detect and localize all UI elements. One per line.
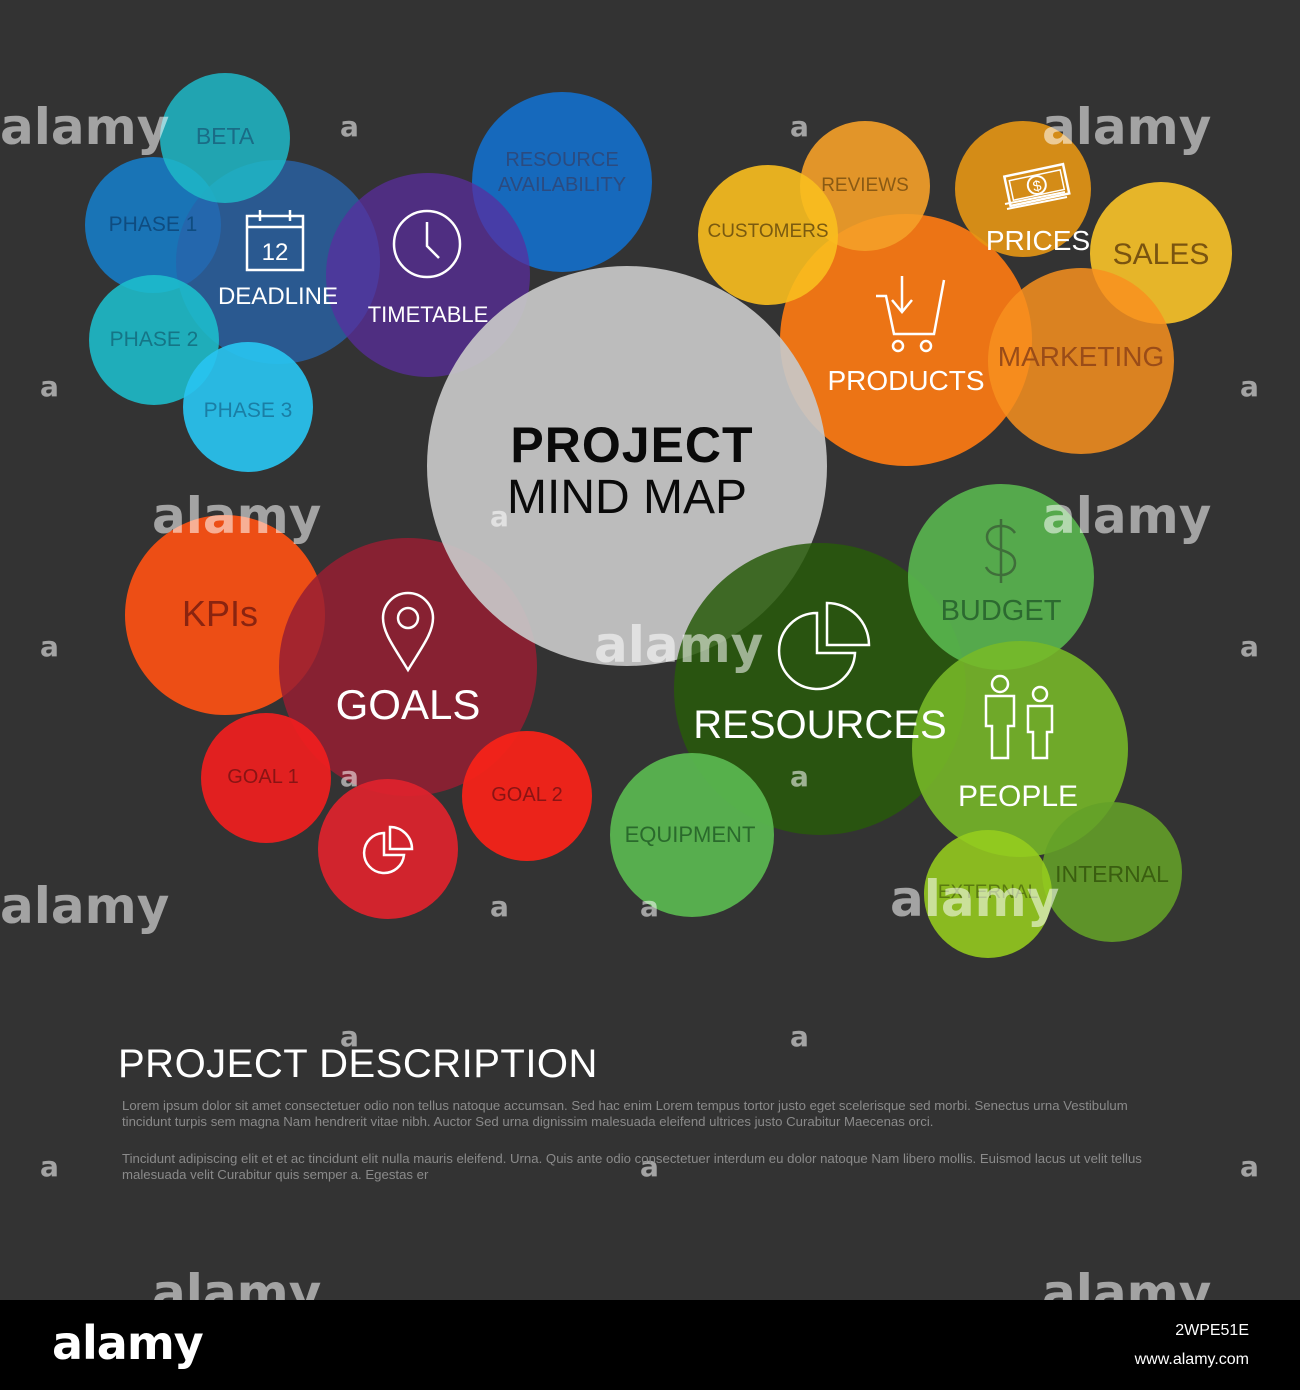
- dollar-sign-icon: [984, 519, 1017, 583]
- label-beta: BETA: [195, 123, 255, 149]
- bubble-equipment: [610, 753, 774, 917]
- watermark-text: alamy: [152, 1264, 322, 1300]
- bubble-internal: [1042, 802, 1182, 942]
- label-phase-2: PHASE 2: [109, 328, 199, 351]
- label-people: PEOPLE: [957, 780, 1079, 813]
- label-internal: INTERNAL: [1055, 861, 1169, 887]
- bubble-beta: [160, 73, 290, 203]
- label-kpis: KPIs: [181, 593, 259, 634]
- shopping-cart-icon: [876, 276, 946, 353]
- bubble-phase-3: [183, 342, 313, 472]
- watermark-badge: a: [790, 1020, 809, 1053]
- mind-map-canvas: BETA PHASE 1 DEADLINE PHASE 2 PHASE 3 TI…: [0, 0, 1300, 1300]
- watermark-badge: a: [40, 370, 59, 403]
- label-prices: PRICES: [985, 225, 1091, 256]
- watermark-text: alamy: [594, 616, 764, 674]
- label-sales: SALES: [1112, 238, 1210, 271]
- description-title: PROJECT DESCRIPTION: [118, 1042, 598, 1086]
- watermark-badge: a: [790, 110, 809, 143]
- pie-chart-icon: [777, 601, 871, 691]
- label-equipment: EQUIPMENT: [624, 822, 756, 847]
- svg-text:12: 12: [262, 239, 289, 266]
- watermark-badge: a: [1240, 370, 1259, 403]
- label-customers: CUSTOMERS: [707, 221, 829, 242]
- watermark-badge: a: [490, 890, 509, 923]
- bubble-marketing: [988, 268, 1174, 454]
- watermark-text: alamy: [152, 487, 322, 545]
- footer-bar: [0, 1300, 1300, 1390]
- label-budget: BUDGET: [940, 595, 1062, 627]
- label-goal-1: GOAL 1: [227, 766, 299, 788]
- pie-chart-icon: [362, 825, 414, 875]
- watermark-text: alamy: [1042, 98, 1212, 156]
- watermark-badge: a: [40, 630, 59, 663]
- watermark-text: alamy: [0, 98, 170, 156]
- footer-image-id: 2WPE51E: [1175, 1322, 1249, 1339]
- label-goal-2: GOAL 2: [491, 784, 563, 806]
- label-resource-availability-2: AVAILABILITY: [497, 174, 627, 196]
- watermark-badge: a: [340, 1020, 359, 1053]
- watermark-badge: a: [490, 500, 509, 533]
- watermark-text: alamy: [1042, 1264, 1212, 1300]
- clock-icon: [392, 209, 462, 279]
- center-title: PROJECT: [510, 417, 754, 473]
- people-icon: [984, 674, 1054, 760]
- watermark-badge: a: [1240, 1150, 1259, 1183]
- label-resource-availability-1: RESOURCE: [505, 149, 619, 171]
- label-phase-3: PHASE 3: [203, 399, 293, 422]
- watermark-text: alamy: [0, 877, 170, 935]
- watermark-badge: a: [1240, 630, 1259, 663]
- watermark-text: alamy: [1042, 487, 1212, 545]
- watermark-badge: a: [640, 1150, 659, 1183]
- center-subtitle: MIND MAP: [507, 471, 747, 524]
- dollar-bill-icon: $: [1002, 162, 1071, 210]
- label-marketing: MARKETING: [997, 341, 1165, 372]
- watermark-badge: a: [40, 1150, 59, 1183]
- description-paragraph: Tincidunt adipiscing elit et et ac tinci…: [122, 1151, 1142, 1182]
- label-timetable: TIMETABLE: [367, 302, 489, 327]
- label-phase-1: PHASE 1: [108, 213, 198, 236]
- location-pin-icon: [381, 591, 435, 673]
- watermark-badge: a: [340, 760, 359, 793]
- watermark-text: alamy: [890, 870, 1060, 928]
- bubble-customers: [698, 165, 838, 305]
- bubble-goal-1: [201, 713, 331, 843]
- label-resources: RESOURCES: [693, 703, 947, 747]
- footer-url: www.alamy.com: [1134, 1351, 1249, 1368]
- label-products: PRODUCTS: [827, 365, 985, 396]
- bubble-external: [924, 830, 1052, 958]
- watermark-badge: a: [640, 890, 659, 923]
- calendar-icon: 12: [245, 210, 305, 272]
- description-paragraph: Lorem ipsum dolor sit amet consectetuer …: [122, 1098, 1128, 1129]
- bubble-goal-chart: [318, 779, 458, 919]
- bubble-goal-2: [462, 731, 592, 861]
- watermark-badge: a: [790, 760, 809, 793]
- label-reviews: REVIEWS: [821, 175, 909, 196]
- label-external: EXTERNAL: [937, 882, 1039, 903]
- watermark-badge: a: [340, 110, 359, 143]
- label-goals: GOALS: [335, 681, 481, 728]
- footer-logo: alamy: [52, 1316, 204, 1370]
- label-deadline: DEADLINE: [217, 283, 339, 310]
